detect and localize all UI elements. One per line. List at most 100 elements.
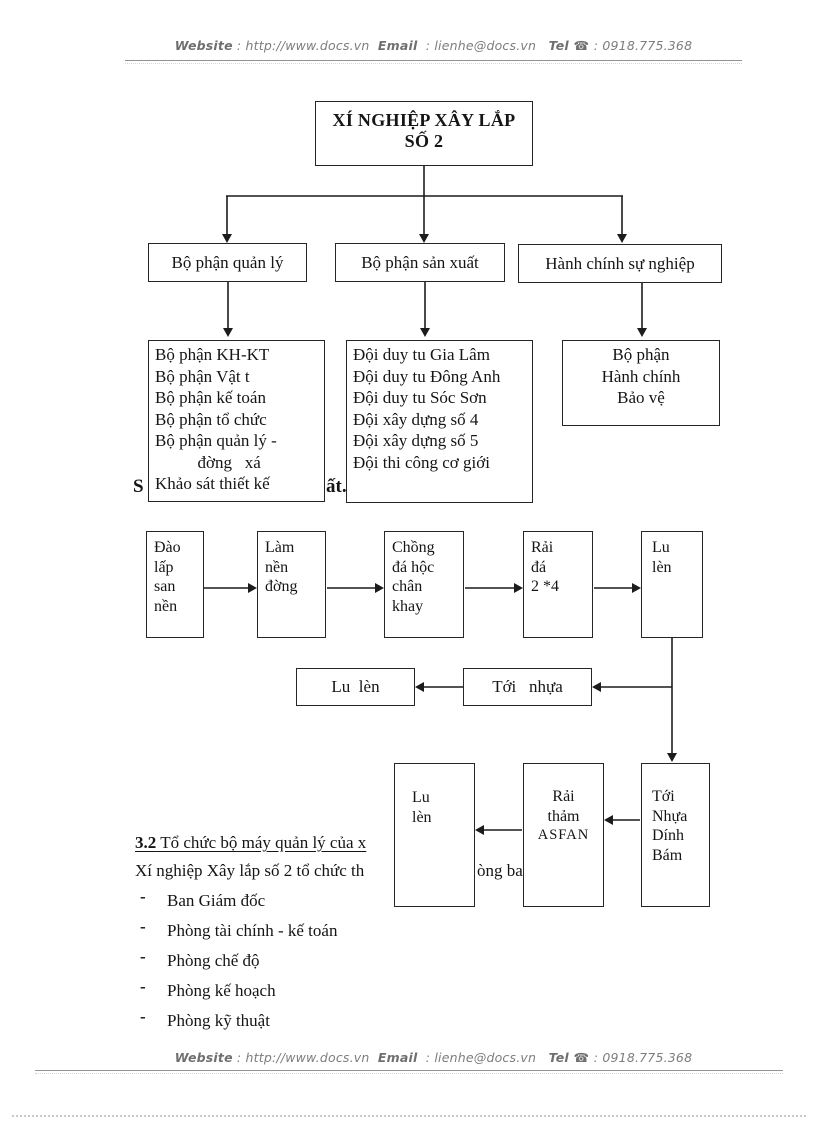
dash-bullet-icon: - — [140, 977, 146, 996]
arrowhead-left — [604, 815, 613, 825]
caption-fragment-right: ất. — [326, 476, 347, 497]
list-item: -Phòng kỹ thuật — [140, 1006, 337, 1036]
list-item-label: Phòng kế hoạch — [167, 981, 276, 1000]
dash-bullet-icon: - — [140, 887, 146, 906]
arrowhead-right — [514, 583, 523, 593]
org-unit-bao-ve-box: Bộ phận Hành chính Bảo vệ — [562, 340, 720, 426]
footer-email-value: : lienhe@docs.vn — [417, 1050, 549, 1065]
footer-website-value: : http://www.docs.vn — [232, 1050, 378, 1065]
flow-line: Bám — [652, 846, 683, 864]
flow-step-toi-nhua-dinh-bam-box: Tới Nhựa Dính Bám — [641, 763, 710, 907]
department-list: - Ban Giám đốc - Phòng tài chính - kế toán… — [140, 886, 337, 1036]
flow-line: Đào — [154, 539, 181, 556]
unit-line: Bộ phận — [612, 345, 670, 364]
flow-step-chong-da-box: Chồng đá hộc chân khay — [384, 531, 464, 638]
paragraph-start: Xí nghiệp Xây lắp số 2 tổ chức th — [135, 861, 365, 880]
flow-line: đá — [531, 558, 547, 576]
header-website-value: : http://www.docs.vn — [232, 38, 378, 53]
flow-line: nền — [265, 558, 289, 576]
flow-line: Lu lèn — [331, 677, 380, 696]
section-heading: 3.2 Tổ chức bộ máy quản lý của x — [135, 833, 366, 853]
list-item-label: Ban Giám đốc — [167, 891, 266, 910]
footer-tel-value: : 0918.775.368 — [593, 1050, 693, 1065]
flow-step-dao-lap-box: Đào lấp san nền — [146, 531, 204, 638]
page-bottom-dotted-line — [12, 1115, 806, 1117]
arrowhead-down — [617, 234, 627, 243]
org-dept-san-xuat-label: Bộ phận sản xuất — [361, 252, 479, 272]
flow-line: Rải — [552, 788, 575, 805]
unit-line: Bộ phận KH-KT — [155, 345, 270, 364]
arrowhead-right — [632, 583, 641, 593]
unit-line: Bộ phận Vật t — [155, 366, 250, 386]
arrowhead-right — [375, 583, 384, 593]
arrowhead-down — [637, 328, 647, 337]
flow-line: 2 *4 — [531, 578, 559, 595]
flow-line: chân — [392, 578, 423, 595]
unit-line: đờng xá — [155, 452, 261, 472]
flow-line: san — [154, 578, 176, 595]
org-dept-quan-ly-box: Bộ phận quản lý — [148, 243, 307, 282]
flow-step-toi-nhua-box: Tới nhựa — [463, 668, 592, 706]
header-website-label: Website — [174, 38, 233, 53]
list-item: - Phòng tài chính - kế toán — [140, 916, 337, 946]
dash-bullet-icon: - — [140, 917, 146, 936]
flow-line: Rải — [531, 539, 554, 556]
phone-icon: ☎ — [568, 1050, 594, 1065]
flow-line: Lu — [652, 539, 670, 556]
unit-line: Bộ phận quản lý - — [155, 431, 277, 450]
section-number: 3.2 — [135, 833, 157, 852]
flow-line: Lu — [412, 789, 430, 806]
flow-step-lu-len3-box: Lu lèn — [394, 763, 475, 907]
caption-fragment-left: S — [133, 476, 144, 497]
header-tel-value: : 0918.775.368 — [593, 38, 693, 53]
header-contact-line: Website : http://www.docs.vn Email : lie… — [125, 38, 742, 53]
flow-line: khay — [392, 597, 424, 615]
dash-bullet-icon: - — [140, 1007, 146, 1026]
unit-line: Đội duy tu Sóc Sơn — [353, 388, 487, 407]
list-item: - Ban Giám đốc — [140, 886, 337, 916]
unit-line: Đội xây dựng số 4 — [353, 409, 479, 429]
unit-line: Đội duy tu Đông Anh — [353, 366, 501, 386]
org-dept-san-xuat-box: Bộ phận sản xuất — [335, 243, 505, 282]
footer-contact-line: Website : http://www.docs.vn Email : lie… — [125, 1050, 742, 1065]
org-dept-quan-ly-label: Bộ phận quản lý — [171, 252, 284, 272]
flow-line: lèn — [652, 558, 672, 576]
arrowhead-left — [475, 825, 484, 835]
header-email-value: : lienhe@docs.vn — [417, 38, 549, 53]
unit-line: Bộ phận kế toán — [155, 388, 266, 407]
flow-line: đờng — [265, 578, 298, 595]
flow-step-rai-tham-box: Rải thảm ASFAN — [523, 763, 604, 907]
header-email-label: Email — [377, 38, 418, 53]
header-tel-label: Tel — [548, 38, 569, 53]
footer-website-label: Website — [174, 1050, 233, 1065]
unit-line: Đội xây dựng số 5 — [353, 431, 479, 450]
header-rule-shadow — [125, 63, 742, 64]
flow-line: Nhựa — [652, 807, 688, 825]
unit-line: Đội duy tu Gia Lâm — [353, 345, 490, 364]
list-item-label: Phòng chế độ — [167, 951, 260, 970]
list-item: - Phòng kế hoạch — [140, 976, 337, 1006]
org-dept-hanh-chinh-box: Hành chính sự nghiệp — [518, 244, 722, 283]
paragraph-fragment: òng ba — [477, 861, 523, 880]
footer-email-label: Email — [377, 1050, 418, 1065]
list-item-label: Phòng tài chính - kế toán — [167, 921, 338, 940]
unit-line: Khảo sát thiết kế — [155, 474, 270, 493]
arrowhead-left — [415, 682, 424, 692]
footer-rule — [35, 1070, 783, 1071]
org-dept-hanh-chinh-label: Hành chính sự nghiệp — [545, 253, 695, 273]
flow-line: lèn — [412, 808, 432, 826]
org-root-line1: XÍ NGHIỆP XÂY LẮP — [332, 110, 516, 130]
dash-bullet-icon: - — [140, 947, 146, 966]
org-root-box: XÍ NGHIỆP XÂY LẮP SỐ 2 — [315, 101, 533, 166]
flow-line: Tới — [652, 788, 675, 805]
flow-line: lấp — [154, 558, 174, 576]
arrowhead-down — [222, 234, 232, 243]
flow-step-lam-nen-box: Làm nền đờng — [257, 531, 326, 638]
flow-line: thảm — [547, 807, 580, 825]
flow-step-rai-da-box: Rải đá 2 *4 — [523, 531, 593, 638]
flow-line: ASFAN — [537, 827, 590, 843]
org-unit-san-xuat-box: Đội duy tu Gia Lâm Đội duy tu Đông Anh Đ… — [346, 340, 533, 503]
flow-line: đá hộc — [392, 558, 435, 576]
unit-line: Bảo vệ — [617, 388, 665, 407]
